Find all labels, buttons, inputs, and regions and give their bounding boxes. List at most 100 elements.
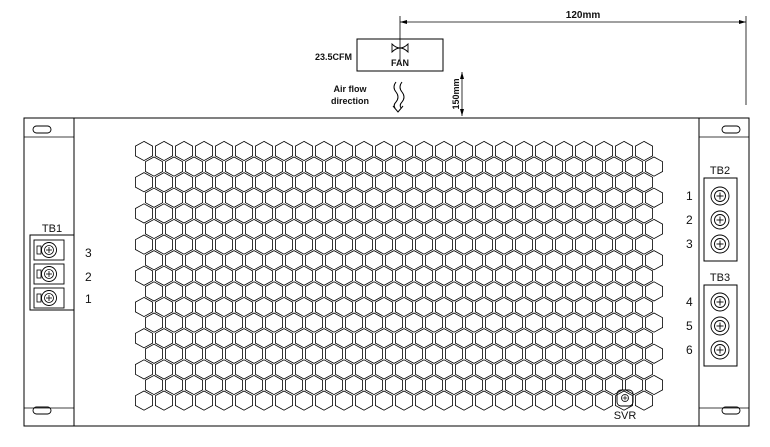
vent-hole xyxy=(605,281,623,302)
width-dimension-label: 120mm xyxy=(566,10,601,21)
vent-hole xyxy=(494,328,513,349)
vent-hole xyxy=(424,250,444,271)
vent-hole xyxy=(274,172,294,193)
tb3-pin-5: 5 xyxy=(686,319,693,333)
vent-hole xyxy=(645,218,663,240)
vent-hole xyxy=(635,296,653,318)
vent-hole xyxy=(635,203,653,224)
tb3-screw-icon-6[interactable] xyxy=(710,340,730,360)
tb3-screw-icon-4[interactable] xyxy=(710,292,730,312)
tb1-terminal-icon-3[interactable] xyxy=(33,239,65,261)
vent-hole xyxy=(244,187,264,208)
vent-hole xyxy=(454,390,474,411)
vent-hole xyxy=(625,312,643,333)
fan-label: FAN xyxy=(391,58,409,68)
vent-hole xyxy=(284,343,304,364)
vent-hole xyxy=(144,343,164,364)
vent-hole xyxy=(194,359,214,380)
vent-hole xyxy=(595,328,613,349)
tb1-pin-1: 1 xyxy=(85,292,92,306)
vent-hole xyxy=(254,296,274,318)
tb2-screw-icon-3[interactable] xyxy=(710,234,730,254)
vent-hole xyxy=(464,312,484,333)
height-dimension: 150mm xyxy=(451,72,464,116)
vent-hole xyxy=(404,312,424,333)
vent-hole xyxy=(234,140,254,162)
vent-hole xyxy=(504,156,523,177)
vent-hole xyxy=(434,172,454,193)
vent-hole xyxy=(625,343,643,364)
airflow-indicator: Air flow direction xyxy=(331,81,405,113)
vent-hole xyxy=(555,390,573,411)
vent-hole xyxy=(565,343,583,364)
vent-hole xyxy=(625,374,643,396)
vent-hole xyxy=(154,203,174,224)
vent-hole xyxy=(144,218,164,240)
vent-hole xyxy=(224,156,244,177)
vent-hole xyxy=(214,203,234,224)
vent-hole xyxy=(515,296,533,318)
tb1-terminal-icon-2[interactable] xyxy=(33,263,65,285)
vent-hole xyxy=(484,218,504,240)
vent-hole xyxy=(374,203,394,224)
trim-potentiometer-icon[interactable] xyxy=(616,389,634,407)
vent-hole xyxy=(204,218,224,240)
vent-hole xyxy=(274,328,294,349)
vent-hole xyxy=(504,281,523,302)
vent-hole xyxy=(374,296,394,318)
vent-hole xyxy=(214,296,234,318)
height-dimension-label: 150mm xyxy=(451,78,461,109)
vent-hole xyxy=(394,328,414,349)
vent-hole xyxy=(324,187,344,208)
vent-hole xyxy=(454,203,474,224)
vent-hole xyxy=(525,187,543,208)
mounting-slot-top-left xyxy=(32,125,52,134)
vent-hole xyxy=(424,343,444,364)
vent-hole xyxy=(344,374,364,396)
vent-hole xyxy=(184,343,204,364)
vent-hole xyxy=(194,234,214,255)
tb2-pin-3: 3 xyxy=(686,237,693,251)
vent-hole xyxy=(244,156,264,177)
vent-hole xyxy=(605,187,623,208)
vent-hole xyxy=(334,203,354,224)
tb1-terminal-icon-1[interactable] xyxy=(33,287,65,309)
vent-hole xyxy=(194,328,214,349)
vent-hole xyxy=(545,374,563,396)
vent-hole xyxy=(474,328,494,349)
vent-hole xyxy=(615,296,633,318)
vent-hole xyxy=(214,359,234,380)
vent-hole xyxy=(154,296,174,318)
tb3-pin-4: 4 xyxy=(686,295,693,309)
vent-hole xyxy=(324,250,344,271)
vent-hole xyxy=(364,218,384,240)
vent-hole xyxy=(244,250,264,271)
vent-hole xyxy=(244,343,264,364)
fan: FAN 23.5CFM xyxy=(315,38,444,72)
vent-hole xyxy=(464,187,484,208)
vent-hole xyxy=(434,359,454,380)
chassis xyxy=(23,117,750,427)
vent-hole xyxy=(595,140,613,162)
vent-hole xyxy=(304,156,324,177)
vent-hole xyxy=(444,343,464,364)
tb3-screw-icon-5[interactable] xyxy=(710,316,730,336)
vent-hole xyxy=(354,296,374,318)
tb2-screw-icon-2[interactable] xyxy=(710,210,730,230)
vent-hole xyxy=(444,374,464,396)
vent-hole xyxy=(424,281,444,302)
vent-hole xyxy=(274,359,294,380)
vent-hole xyxy=(194,203,214,224)
vent-hole xyxy=(184,250,204,271)
vent-hole xyxy=(134,390,154,411)
vent-hole xyxy=(254,359,274,380)
vent-hole xyxy=(404,343,424,364)
vent-hole xyxy=(344,343,364,364)
svr-adjuster[interactable]: SVR xyxy=(614,389,637,422)
vent-hole xyxy=(504,250,523,271)
vent-hole xyxy=(334,140,354,162)
vent-hole xyxy=(645,156,663,177)
vent-hole xyxy=(585,281,603,302)
vent-hole xyxy=(424,312,444,333)
tb2-screw-icon-1[interactable] xyxy=(710,186,730,206)
